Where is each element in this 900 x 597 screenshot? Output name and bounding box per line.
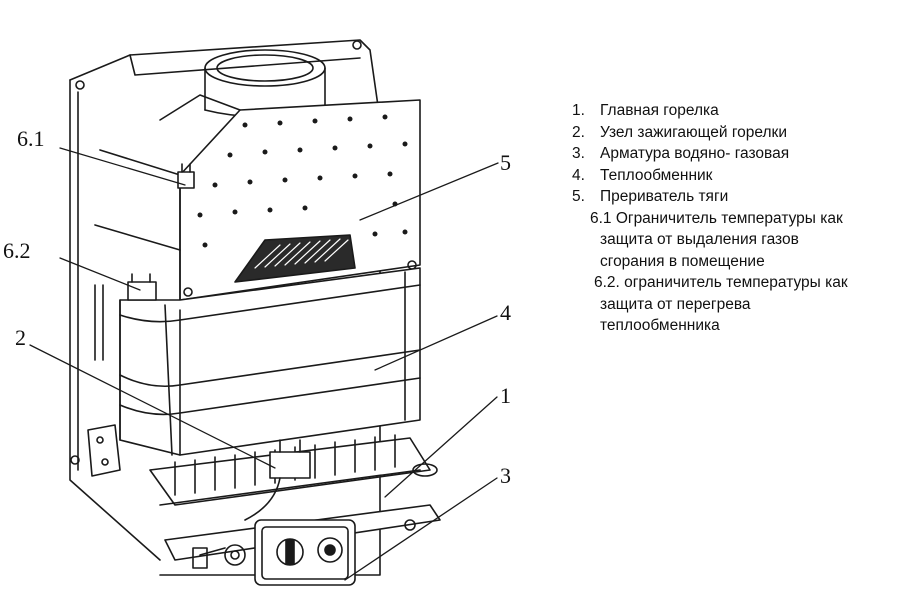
temperature-limiter-6-2 (94, 273, 157, 361)
draft-diverter (94, 94, 421, 301)
legend-item-6-1: 6.1 Ограничитель температуры как защита … (590, 209, 843, 270)
legend-item-4: 4.Теплообменник (572, 166, 713, 184)
parts-legend: 1.Главная горелка 2.Узел зажигающей горе… (572, 100, 892, 337)
legend-item-1: 1.Главная горелка (572, 102, 719, 119)
back-frame (69, 39, 381, 576)
callout-4: 4 (500, 300, 511, 325)
callout-3: 3 (500, 463, 511, 488)
legend-item-3: 3.Арматура водяно- газовая (572, 145, 790, 162)
leader-3 (344, 477, 498, 581)
callout-1: 1 (500, 383, 511, 408)
leader-1 (384, 396, 498, 498)
legend-item-2: 2.Узел зажигающей горелки (572, 123, 787, 141)
leader-5 (359, 162, 499, 221)
callout-6-1: 6.1 (17, 126, 45, 151)
callout-5: 5 (500, 150, 511, 175)
leader-6-1 (59, 147, 186, 186)
callout-2: 2 (15, 325, 26, 350)
legend-item-6-2: 6.2. ограничитель температуры как защита… (594, 274, 848, 334)
leader-4 (374, 315, 498, 371)
pilot-burner (244, 439, 311, 521)
gas-water-valve (164, 504, 441, 586)
legend-item-5: 5.Прериватель тяги (572, 188, 729, 205)
callout-leaders (29, 147, 499, 581)
callout-6-2: 6.2 (3, 238, 31, 263)
leader-2 (29, 344, 276, 469)
leader-6-2 (59, 257, 141, 291)
heat-exchanger (119, 267, 421, 456)
